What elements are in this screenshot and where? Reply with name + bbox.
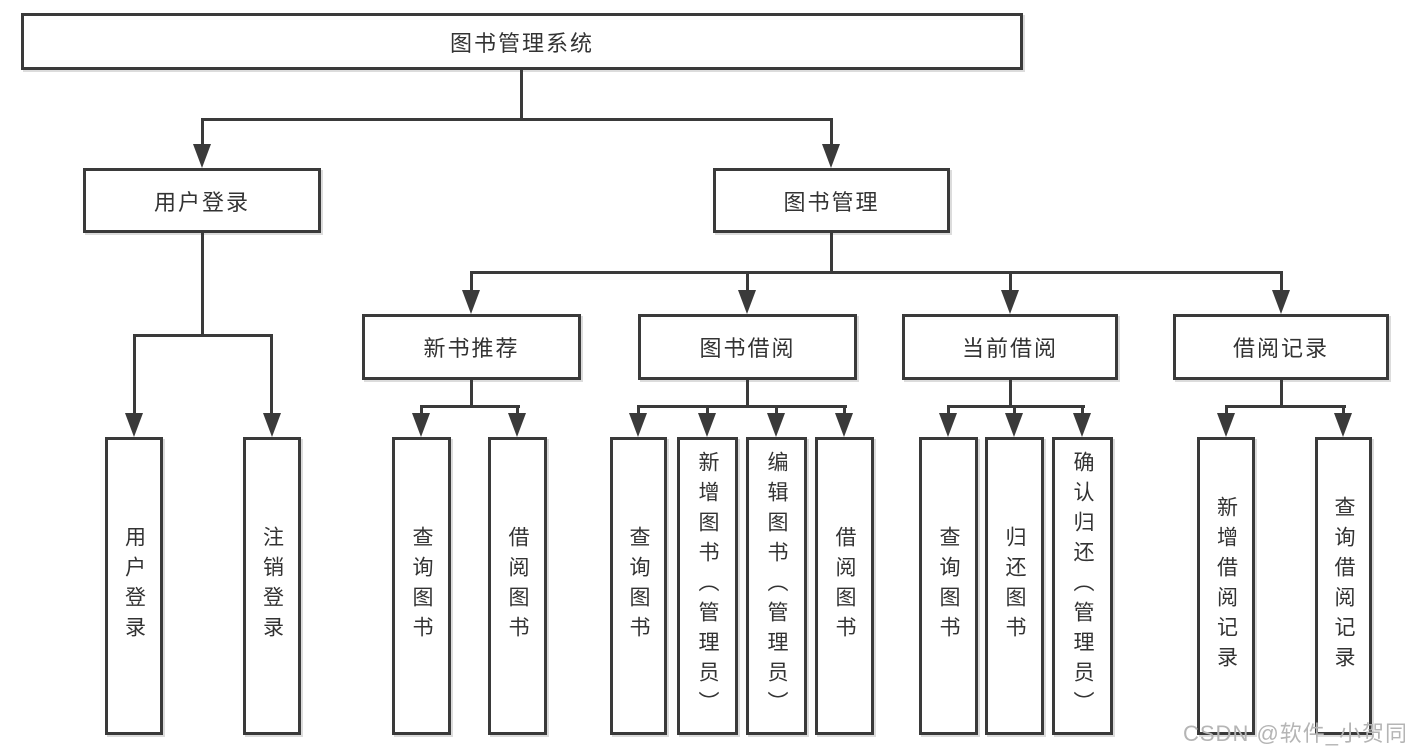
leaf-log-query-record-label: 查询借阅记录	[1332, 496, 1356, 676]
connector-line	[830, 233, 833, 274]
leaf-bor-edit-book: 编辑图书（管理员）	[746, 437, 807, 735]
connector-line	[470, 380, 473, 408]
connector-line	[270, 334, 273, 416]
connector-line	[516, 405, 519, 417]
arrow-down-icon	[263, 413, 281, 437]
connector-line	[1009, 380, 1012, 408]
arrow-down-icon	[939, 413, 957, 437]
node-root-label: 图书管理系统	[449, 30, 594, 56]
leaf-cur-return-book: 归还图书	[985, 437, 1044, 735]
connector-line	[201, 118, 204, 148]
node-borrow-record-label: 借阅记录	[1232, 336, 1329, 361]
connector-line	[947, 405, 1085, 408]
node-root: 图书管理系统	[21, 13, 1023, 70]
arrow-down-icon	[767, 413, 785, 437]
connector-line	[830, 118, 833, 148]
arrow-down-icon	[1334, 413, 1352, 437]
node-book-mgmt: 图书管理	[713, 168, 950, 233]
arrow-down-icon	[1073, 413, 1091, 437]
leaf-logout-label: 注销登录	[260, 526, 284, 646]
connector-line	[947, 405, 950, 417]
leaf-logout: 注销登录	[243, 437, 301, 735]
arrow-down-icon	[1272, 290, 1290, 314]
leaf-rec-query-book-label: 查询图书	[410, 526, 434, 646]
connector-line	[746, 380, 749, 408]
connector-line	[133, 334, 136, 416]
node-book-mgmt-label: 图书管理	[783, 189, 880, 215]
arrow-down-icon	[738, 290, 756, 314]
arrow-down-icon	[125, 413, 143, 437]
connector-line	[201, 233, 204, 337]
node-user-login: 用户登录	[83, 168, 321, 233]
arrow-down-icon	[1005, 413, 1023, 437]
arrow-down-icon	[462, 290, 480, 314]
connector-line	[706, 405, 709, 417]
arrow-down-icon	[1217, 413, 1235, 437]
leaf-bor-borrow-book: 借阅图书	[815, 437, 874, 735]
leaf-bor-add-book: 新增图书（管理员）	[677, 437, 738, 735]
arrow-down-icon	[698, 413, 716, 437]
leaf-cur-confirm-return: 确认归还（管理员）	[1052, 437, 1113, 735]
arrow-down-icon	[412, 413, 430, 437]
connector-line	[1225, 405, 1346, 408]
leaf-bor-edit-book-label: 编辑图书（管理员）	[765, 451, 789, 721]
node-current-borrow: 当前借阅	[902, 314, 1118, 380]
leaf-login-label: 用户登录	[122, 526, 146, 646]
leaf-log-query-record: 查询借阅记录	[1315, 437, 1372, 735]
arrow-down-icon	[629, 413, 647, 437]
node-new-book-rec-label: 新书推荐	[423, 336, 520, 361]
leaf-login: 用户登录	[105, 437, 163, 735]
node-new-book-rec: 新书推荐	[362, 314, 581, 380]
connector-line	[637, 405, 847, 408]
connector-line	[1280, 380, 1283, 408]
node-book-borrow: 图书借阅	[638, 314, 857, 380]
connector-line	[1009, 271, 1012, 293]
csdn-watermark: CSDN @软件_小贺同学	[1183, 721, 1405, 746]
leaf-bor-query-book-label: 查询图书	[627, 526, 651, 646]
arrow-down-icon	[822, 144, 840, 168]
connector-line	[420, 405, 520, 408]
arrow-down-icon	[835, 413, 853, 437]
connector-line	[1013, 405, 1016, 417]
leaf-cur-query-book: 查询图书	[919, 437, 978, 735]
node-borrow-record: 借阅记录	[1173, 314, 1389, 380]
connector-line	[420, 405, 423, 417]
connector-line	[1225, 405, 1228, 417]
leaf-rec-query-book: 查询图书	[392, 437, 451, 735]
leaf-bor-add-book-label: 新增图书（管理员）	[696, 451, 720, 721]
node-book-borrow-label: 图书借阅	[699, 336, 796, 361]
leaf-cur-return-book-label: 归还图书	[1003, 526, 1027, 646]
arrow-down-icon	[1001, 290, 1019, 314]
leaf-log-add-record-label: 新增借阅记录	[1214, 496, 1238, 676]
leaf-bor-query-book: 查询图书	[610, 437, 667, 735]
connector-line	[637, 405, 640, 417]
leaf-log-add-record: 新增借阅记录	[1197, 437, 1255, 735]
connector-line	[470, 271, 1283, 274]
connector-line	[1342, 405, 1345, 417]
node-user-login-label: 用户登录	[153, 189, 250, 215]
connector-line	[843, 405, 846, 417]
connector-line	[470, 271, 473, 293]
connector-line	[520, 69, 523, 121]
connector-line	[201, 118, 833, 121]
connector-line	[746, 271, 749, 293]
arrow-down-icon	[508, 413, 526, 437]
connector-line	[775, 405, 778, 417]
arrow-down-icon	[193, 144, 211, 168]
node-current-borrow-label: 当前借阅	[961, 336, 1058, 361]
leaf-bor-borrow-book-label: 借阅图书	[833, 526, 857, 646]
connector-line	[133, 334, 273, 337]
connector-line	[1081, 405, 1084, 417]
leaf-rec-borrow-book: 借阅图书	[488, 437, 547, 735]
leaf-rec-borrow-book-label: 借阅图书	[506, 526, 530, 646]
connector-line	[1280, 271, 1283, 293]
leaf-cur-query-book-label: 查询图书	[937, 526, 961, 646]
leaf-cur-confirm-return-label: 确认归还（管理员）	[1071, 451, 1095, 721]
